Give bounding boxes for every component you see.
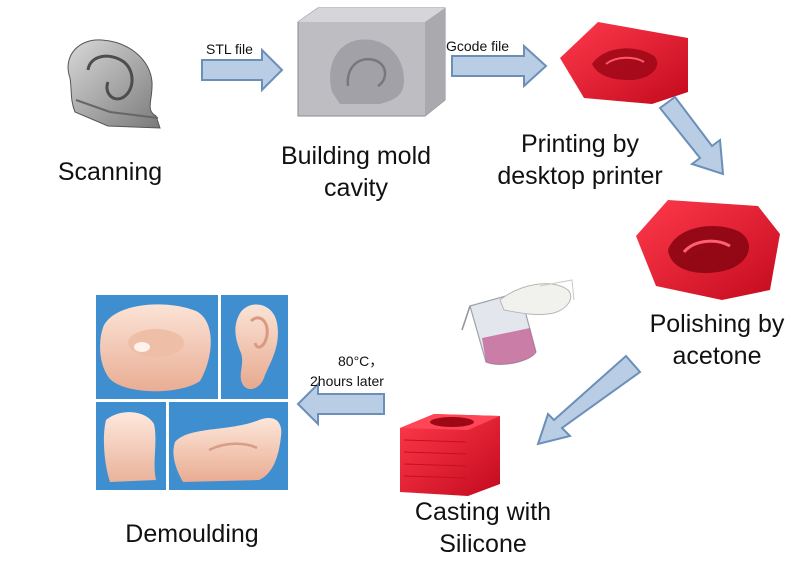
arrow-curing (296, 381, 385, 427)
arrow-label-cure-line2: 2hours later (310, 373, 384, 389)
arrow-gcode (451, 43, 548, 89)
step-mold-cavity-line1: Building mold (280, 142, 432, 170)
step-mold-cavity-line2: cavity (324, 174, 388, 202)
arrow-stl (201, 47, 284, 93)
demould-photo-long (169, 402, 288, 490)
printed-red-mold (560, 22, 688, 104)
arrow-to-polishing (658, 95, 725, 176)
arrow-to-casting (536, 354, 642, 446)
label-mold-cavity: Building mold cavity (268, 140, 444, 204)
step-demoulding: Demoulding (125, 520, 259, 548)
silicone-ear-image (235, 304, 278, 390)
scanned-ear-model (67, 39, 161, 129)
mold-cavity-model (297, 7, 446, 117)
casting-red-block (400, 414, 500, 496)
polished-red-mold (636, 200, 780, 300)
demould-photo-ear (221, 295, 288, 399)
demould-photo-block (96, 295, 218, 399)
step-polishing-line2: acetone (672, 342, 762, 370)
step-casting-line1: Casting with (414, 498, 552, 526)
label-polishing: Polishing by acetone (636, 308, 798, 372)
step-scanning: Scanning (57, 158, 163, 186)
step-polishing-line1: Polishing by (649, 310, 785, 338)
arrow-label-gcode: Gcode file (446, 38, 510, 54)
label-casting: Casting with Silicone (400, 496, 566, 560)
arrow-label-stl: STL file (206, 41, 253, 57)
step-casting-line2: Silicone (439, 530, 527, 558)
acetone-beaker (461, 279, 575, 365)
step-printing-line1: Printing by (520, 130, 640, 158)
label-demoulding: Demoulding (112, 518, 272, 550)
label-scanning: Scanning (52, 156, 168, 188)
step-printing-line2: desktop printer (497, 162, 663, 190)
arrow-label-cure-line1: 80°C， (338, 353, 384, 369)
silicone-long-image (173, 417, 282, 482)
silicone-block-image (100, 304, 211, 392)
silicone-piece-image (103, 412, 156, 482)
demould-photo-piece (96, 402, 166, 490)
label-printing: Printing by desktop printer (488, 128, 672, 192)
